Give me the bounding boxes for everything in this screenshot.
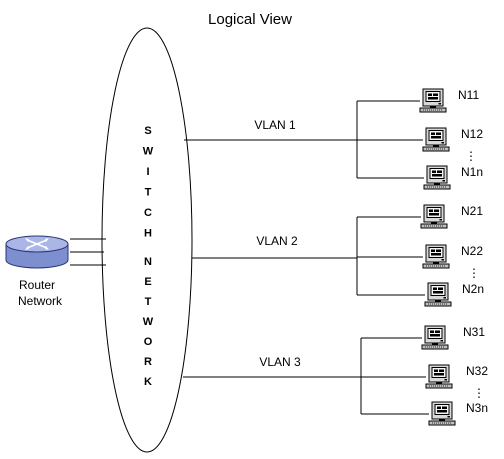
router-links xyxy=(70,238,106,266)
node-label: N31 xyxy=(463,325,485,339)
computer-icon xyxy=(424,282,452,307)
switch-letter: R xyxy=(144,356,152,368)
router-label-line1: Router xyxy=(19,278,55,292)
node-label: N32 xyxy=(466,364,488,378)
switch-letter: K xyxy=(144,376,152,388)
computer-icon xyxy=(420,204,448,229)
node-label: N11 xyxy=(458,88,479,102)
ellipsis-marker: ⋮ xyxy=(473,386,485,400)
node-label: N1n xyxy=(461,165,483,179)
vlan-label: VLAN 2 xyxy=(256,234,298,248)
switch-letter: W xyxy=(143,316,154,328)
switch-letter: C xyxy=(144,207,152,219)
switch-letter: E xyxy=(144,276,151,288)
computer-icon xyxy=(428,401,456,426)
ellipsis-marker: ⋮ xyxy=(468,266,480,280)
computer-icon xyxy=(421,325,449,350)
node-label: N3n xyxy=(466,401,488,415)
switch-letter: T xyxy=(145,296,152,308)
switch-letter: I xyxy=(146,166,149,178)
computer-icon xyxy=(419,88,447,113)
switch-letter: T xyxy=(145,187,152,199)
switch-letter: S xyxy=(144,125,151,137)
switch-letter: N xyxy=(144,256,152,268)
switch-letter: H xyxy=(144,228,152,240)
router-icon xyxy=(5,235,69,269)
diagram-title: Logical View xyxy=(208,11,292,28)
computer-icon xyxy=(422,127,450,152)
node-label: N2n xyxy=(462,282,484,296)
node-label: N21 xyxy=(461,204,483,218)
ellipsis-marker: ⋮ xyxy=(465,149,477,163)
vlan-label: VLAN 3 xyxy=(259,355,301,369)
computer-icon xyxy=(422,244,450,269)
switch-letter: W xyxy=(143,146,154,158)
computer-icon xyxy=(423,165,451,190)
switch-letter: O xyxy=(144,336,153,348)
switch-ellipse xyxy=(101,27,193,453)
node-label: N12 xyxy=(461,127,483,141)
node-label: N22 xyxy=(461,244,483,258)
vlan-label: VLAN 1 xyxy=(254,118,296,132)
router-label-line2: Network xyxy=(18,294,63,308)
computer-icon xyxy=(425,364,453,389)
